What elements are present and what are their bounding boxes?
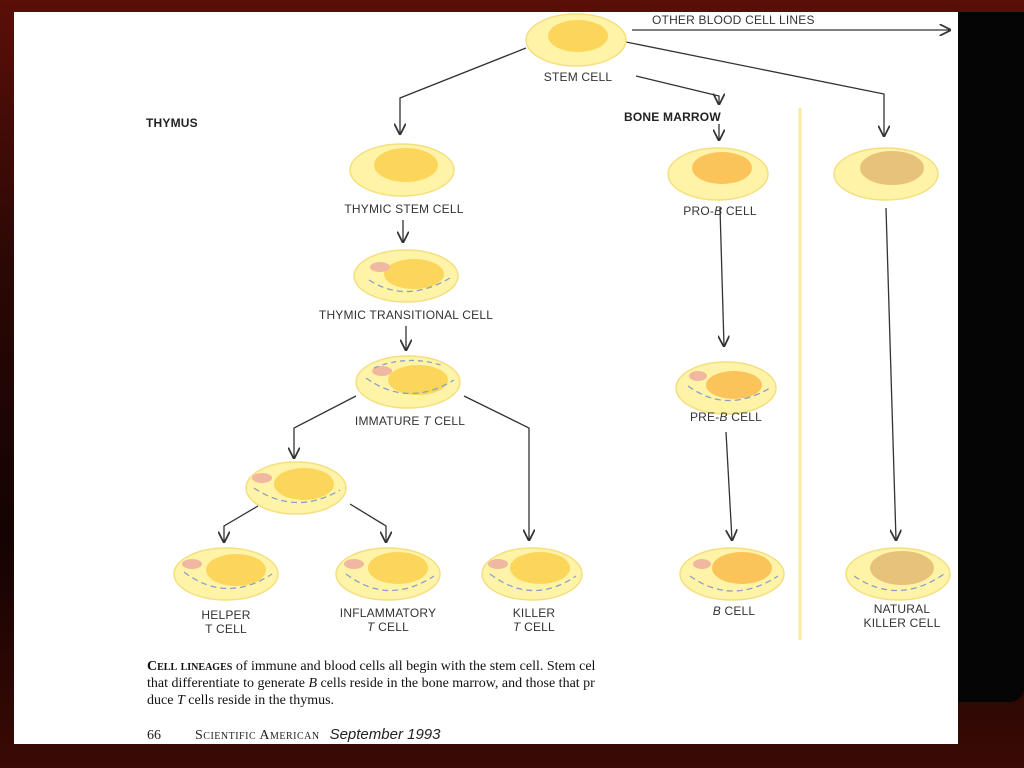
screen-frame-edge <box>958 12 1024 702</box>
arrow-nk-down <box>886 208 896 540</box>
pre-b-cell-graphic <box>676 362 776 414</box>
arrow-stem-to-bone-marrow <box>636 76 719 104</box>
pro-b-cell-graphic <box>668 148 768 200</box>
bone-marrow-label: BONE MARROW <box>624 110 721 124</box>
nk-cell-bottom-graphic <box>846 548 950 600</box>
thymic-transitional-cell-graphic <box>354 250 458 302</box>
stem-cell-label: STEM CELL <box>544 70 613 84</box>
b-cell-graphic <box>680 548 784 600</box>
pro-b-cell-label: PRO-B CELL <box>683 204 756 218</box>
arrow-immature-to-killer <box>464 396 529 540</box>
figure-caption: Cell lineages of immune and blood cells … <box>147 658 958 709</box>
pre-b-cell-label: PRE-B CELL <box>690 410 762 424</box>
intermediate-t-cell-graphic <box>246 462 346 514</box>
arrow-pre-b-to-b <box>726 432 732 540</box>
other-blood-cell-lines-label: OTHER BLOOD CELL LINES <box>652 13 815 27</box>
arrow-pro-b-to-pre-b <box>720 208 724 346</box>
immature-t-cell-label: IMMATURE T CELL <box>355 414 465 428</box>
issue-date: September 1993 <box>330 726 441 743</box>
lineage-arrows <box>224 30 950 542</box>
arrow-intermediate-to-inflammatory <box>350 504 386 542</box>
thymus-label: THYMUS <box>146 116 198 130</box>
arrow-immature-to-intermediate <box>294 396 356 458</box>
arrow-stem-to-thymic <box>400 48 526 134</box>
thymic-stem-cell-graphic <box>350 144 454 196</box>
inflammatory-t-cell-graphic <box>336 548 440 600</box>
helper-t-cell-graphic <box>174 548 278 600</box>
stem-cell-graphic <box>526 14 626 66</box>
page-number: 66 <box>147 728 161 743</box>
magazine-name: Scientific American <box>195 728 320 743</box>
page-footer: 66 Scientific American September 1993 <box>147 726 441 744</box>
arrow-intermediate-to-helper <box>224 506 258 542</box>
caption-lead: Cell lineages <box>147 659 232 674</box>
cell-lineage-diagram <box>14 12 958 652</box>
immature-t-cell-graphic <box>356 356 460 408</box>
thymic-stem-cell-label: THYMIC STEM CELL <box>344 202 463 216</box>
nk-cell-top-graphic <box>834 148 938 200</box>
thymic-transitional-cell-label: THYMIC TRANSITIONAL CELL <box>319 308 493 322</box>
scanned-page: OTHER BLOOD CELL LINES STEM CELL THYMUS … <box>14 12 958 744</box>
b-cell-label: B CELL <box>713 604 756 618</box>
killer-t-cell-graphic <box>482 548 582 600</box>
